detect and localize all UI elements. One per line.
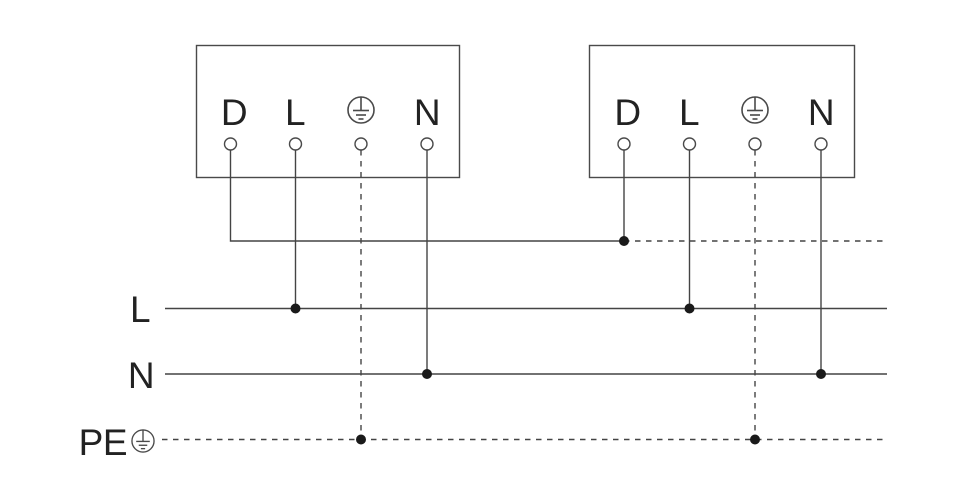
junction-l1 xyxy=(290,303,301,314)
junction-n2 xyxy=(816,369,826,379)
device-1-terminal-n-label: N xyxy=(414,92,440,133)
device-1-terminal-d xyxy=(223,137,238,151)
device-2-terminal-l-label: L xyxy=(679,92,699,133)
device-2-terminal-l xyxy=(682,137,697,151)
pe-bus-label: PE xyxy=(79,422,127,463)
l-bus-label: L xyxy=(130,289,150,330)
device-1-terminal-l xyxy=(288,137,303,151)
junction-n1 xyxy=(422,369,432,379)
junction-pe2 xyxy=(750,434,760,445)
wire-d1-to-d2-link xyxy=(229,150,624,242)
device-2-box xyxy=(588,44,856,179)
device-1-box xyxy=(195,44,461,179)
device-2-terminal-n-label: N xyxy=(808,92,834,133)
device-2-terminal-pe xyxy=(748,137,762,151)
n-bus-label: N xyxy=(128,355,154,396)
device-2-terminal-n xyxy=(814,137,828,151)
device-2-terminal-d xyxy=(617,137,631,151)
device-2-terminal-d-label: D xyxy=(614,92,640,133)
device-1-terminal-n xyxy=(420,137,434,151)
junction-d-link xyxy=(619,236,629,246)
device-1-terminal-pe xyxy=(354,137,368,151)
junction-l2 xyxy=(684,303,695,314)
device-1-terminal-d-label: D xyxy=(221,92,247,133)
junction-pe1 xyxy=(356,434,366,445)
protective-earth-icon xyxy=(131,429,155,453)
device-1-terminal-l-label: L xyxy=(285,92,305,133)
